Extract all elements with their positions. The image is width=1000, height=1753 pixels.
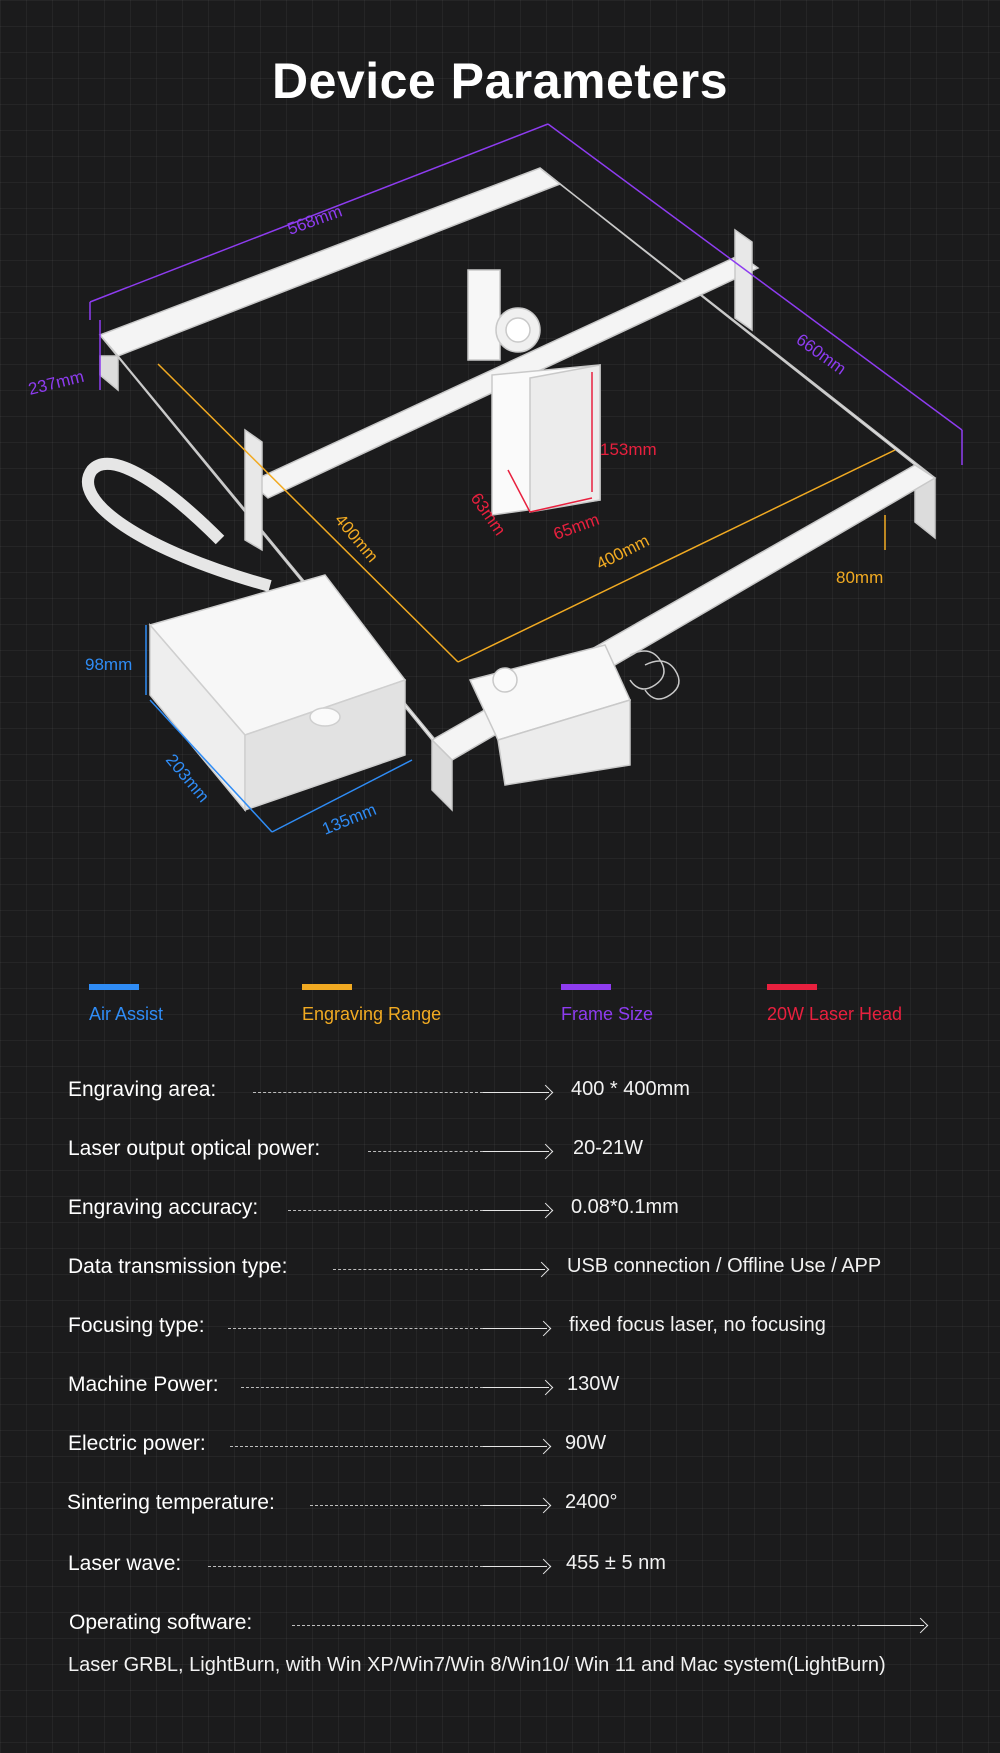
spec-value: 130W: [567, 1373, 620, 1395]
spec-row-sintering-temperature: Sintering temperature: 2400°: [0, 1491, 1000, 1521]
spec-row-focusing-type: Focusing type: fixed focus laser, no foc…: [0, 1314, 1000, 1344]
spec-value: 0.08*0.1mm: [571, 1196, 679, 1218]
spec-arrow-icon: [483, 1566, 547, 1567]
legend-item-air-assist: Air Assist: [89, 984, 163, 1025]
spec-row-engraving-area: Engraving area: 400 * 400mm: [0, 1078, 1000, 1108]
spec-row-machine-power: Machine Power: 130W: [0, 1373, 1000, 1403]
spec-label: Engraving area:: [68, 1078, 217, 1101]
rail-height-label: 80mm: [836, 568, 883, 587]
spec-label: Laser output optical power:: [68, 1137, 321, 1160]
legend-swatch: [561, 984, 611, 990]
legend-item-frame-size: Frame Size: [561, 984, 653, 1025]
air-assist-lines: [145, 625, 413, 833]
spec-label: Engraving accuracy:: [68, 1196, 259, 1219]
laser-head-lines: [507, 372, 593, 513]
software-note: Laser GRBL, LightBurn, with Win XP/Win7/…: [68, 1654, 886, 1676]
spec-arrow-icon: [860, 1625, 924, 1626]
spec-label: Laser wave:: [68, 1552, 182, 1575]
spec-value: 20-21W: [573, 1137, 644, 1159]
spec-row-electric-power: Electric power: 90W: [0, 1432, 1000, 1462]
spec-value: fixed focus laser, no focusing: [569, 1314, 826, 1336]
legend-label: 20W Laser Head: [767, 1004, 903, 1024]
legend: Air Assist Engraving Range Frame Size 20…: [0, 984, 1000, 1034]
spec-leader: [253, 1092, 483, 1093]
machine-diagram: 568mm 660mm 237mm 153mm 63mm 65mm 400mm …: [26, 123, 963, 839]
spec-leader: [208, 1566, 483, 1567]
air-height-label: 98mm: [85, 655, 132, 674]
page-title: Device Parameters: [271, 53, 729, 109]
spec-leader: [230, 1446, 483, 1447]
air-assist-illustration: [82, 457, 407, 813]
legend-item-laser-head: 20W Laser Head: [767, 984, 902, 1025]
legend-label: Engraving Range: [302, 1004, 442, 1024]
spec-label: Machine Power:: [68, 1373, 219, 1396]
spec-leader: [292, 1625, 860, 1626]
range-y-label: 400mm: [593, 531, 652, 574]
spec-label: Sintering temperature:: [67, 1491, 275, 1514]
spec-row-data-transmission: Data transmission type: USB connection /…: [0, 1255, 1000, 1285]
spec-leader: [368, 1151, 483, 1152]
spec-arrow-icon: [483, 1387, 549, 1388]
spec-value: 400 * 400mm: [571, 1078, 690, 1100]
spec-label: Electric power:: [68, 1432, 206, 1455]
spec-value: 455 ± 5 nm: [566, 1552, 666, 1574]
spec-leader: [241, 1387, 483, 1388]
spec-arrow-icon: [483, 1151, 549, 1152]
spec-row-engraving-accuracy: Engraving accuracy: 0.08*0.1mm: [0, 1196, 1000, 1226]
spec-arrow-icon: [483, 1092, 549, 1093]
spec-arrow-icon: [483, 1328, 547, 1329]
spec-label: Focusing type:: [68, 1314, 205, 1337]
spec-label: Operating software:: [69, 1611, 253, 1634]
frame-height-label: 237mm: [26, 367, 86, 399]
frame-depth-label: 660mm: [793, 330, 850, 379]
legend-label: Air Assist: [89, 1004, 164, 1024]
frame-width-label: 568mm: [285, 202, 345, 239]
spec-arrow-icon: [483, 1505, 547, 1506]
spec-value: 90W: [565, 1432, 607, 1454]
spec-leader: [310, 1505, 483, 1506]
legend-label: Frame Size: [561, 1004, 654, 1024]
spec-arrow-icon: [483, 1269, 545, 1270]
spec-leader: [228, 1328, 483, 1329]
range-x-label: 400mm: [331, 510, 382, 566]
head-height-label: 153mm: [600, 440, 657, 459]
legend-swatch: [302, 984, 352, 990]
spec-row-operating-software: Operating software:: [0, 1611, 1000, 1641]
spec-leader: [288, 1210, 483, 1211]
spec-row-laser-power: Laser output optical power: 20-21W: [0, 1137, 1000, 1167]
engraving-range-lines: [157, 363, 896, 663]
spec-arrow-icon: [483, 1446, 547, 1447]
spec-arrow-icon: [483, 1210, 549, 1211]
spec-value: 2400°: [565, 1491, 618, 1513]
legend-swatch: [767, 984, 817, 990]
legend-item-engraving-range: Engraving Range: [302, 984, 441, 1025]
legend-swatch: [89, 984, 139, 990]
air-width-label: 135mm: [319, 800, 379, 839]
spec-row-laser-wave: Laser wave: 455 ± 5 nm: [0, 1552, 1000, 1582]
head-width-label: 65mm: [551, 510, 602, 544]
frame-size-lines: [89, 123, 963, 465]
spec-label: Data transmission type:: [68, 1255, 288, 1278]
spec-leader: [333, 1269, 483, 1270]
spec-value: USB connection / Offline Use / APP: [567, 1255, 882, 1277]
